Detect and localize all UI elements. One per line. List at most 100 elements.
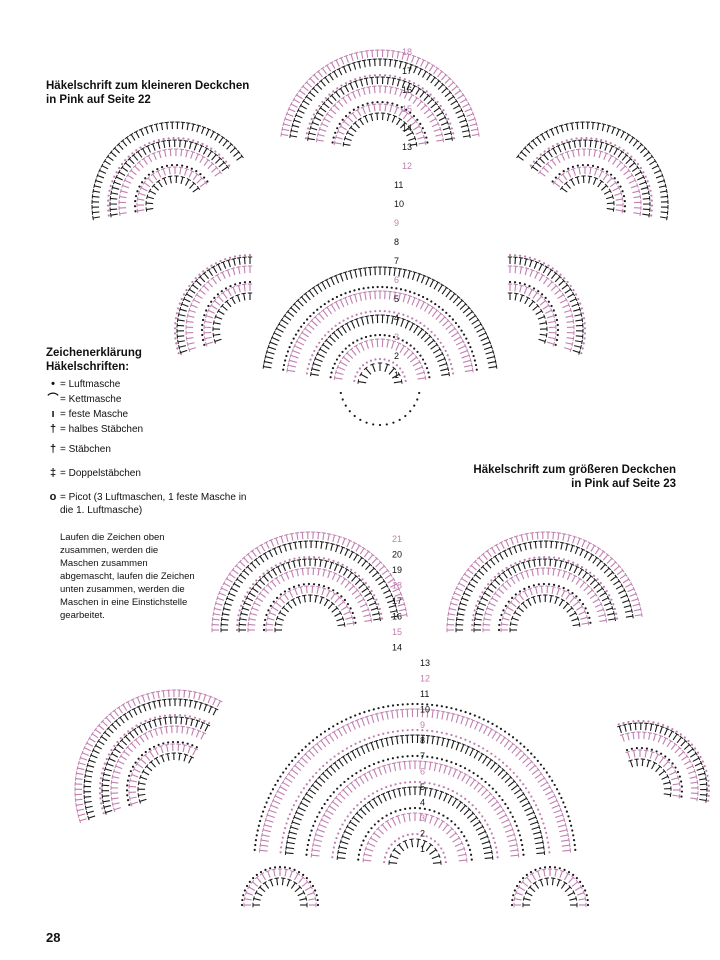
stitch-mark — [564, 562, 568, 570]
stitch-mark — [104, 160, 111, 166]
chain-stitch-mark — [377, 603, 380, 606]
chain-stitch-mark — [367, 830, 370, 834]
chain-stitch-mark — [395, 364, 398, 367]
stitch-mark — [317, 532, 320, 540]
stitch-mark — [610, 561, 617, 568]
stitch-mark — [491, 547, 496, 554]
chain-stitch-mark — [389, 812, 393, 815]
stitch-top-mark — [189, 141, 194, 144]
stitch-mark — [285, 572, 290, 580]
stitch-mark — [177, 744, 180, 752]
stitch-mark — [353, 554, 358, 561]
stitch-mark — [213, 322, 221, 325]
treble-crochet-icon: ‡ — [49, 467, 57, 479]
stitch-mark — [337, 851, 347, 855]
stitch-mark — [567, 293, 574, 298]
stitch-top-mark — [424, 813, 429, 816]
stitch-mark — [337, 857, 346, 859]
stitch-mark — [232, 569, 239, 575]
stitch-mark — [441, 87, 448, 94]
stitch-mark — [454, 90, 461, 96]
chain-stitch-mark — [411, 702, 414, 706]
stitch-top-mark — [291, 348, 294, 353]
stitch-top-mark — [696, 779, 699, 785]
chain-stitch-mark — [444, 860, 447, 864]
stitch-mark — [462, 307, 470, 314]
chain-stitch-mark — [269, 867, 272, 870]
stitch-mark — [316, 84, 323, 90]
chain-stitch-mark — [585, 568, 588, 571]
round-number: 6 — [420, 767, 425, 777]
stitch-top-mark — [144, 764, 149, 769]
stitch-top-mark — [488, 839, 491, 844]
stitch-mark — [448, 327, 456, 334]
stitch-top-mark — [619, 733, 625, 736]
chain-stitch-mark — [307, 838, 310, 842]
stitch-mark — [542, 167, 549, 173]
chain-stitch-mark — [505, 566, 508, 569]
stitch-mark — [518, 886, 526, 891]
stitch-mark — [384, 104, 387, 112]
stitch-top-mark — [185, 149, 190, 152]
stitch-top-mark — [552, 313, 555, 319]
stitch-mark — [498, 814, 507, 820]
stitch-mark — [577, 569, 583, 576]
chain-stitch-mark — [522, 877, 525, 880]
stitch-top-mark — [274, 621, 277, 627]
stitch-mark — [120, 190, 128, 194]
stitch-mark — [522, 757, 529, 764]
stitch-top-mark — [414, 355, 419, 360]
stitch-top-mark — [318, 559, 324, 561]
stitch-mark — [330, 543, 334, 551]
stitch-mark — [291, 533, 294, 541]
chain-stitch-mark — [383, 310, 386, 313]
stitch-mark — [365, 848, 374, 852]
chain-stitch-mark — [315, 345, 318, 348]
stitch-top-mark — [509, 775, 513, 780]
stitch-top-mark — [294, 112, 298, 118]
stitch-top-mark — [503, 538, 509, 542]
stitch-mark — [442, 824, 449, 832]
stitch-top-mark — [576, 599, 581, 604]
symbol-legend: Zeichenerklärung Häkelschriften: • = Luf… — [46, 346, 256, 519]
stitch-mark — [538, 595, 541, 603]
stitch-mark — [561, 284, 568, 290]
stitch-mark — [391, 373, 400, 379]
stitch-top-mark — [611, 194, 614, 200]
stitch-top-mark — [396, 316, 401, 319]
stitch-mark — [322, 309, 329, 318]
chain-stitch-mark — [254, 839, 258, 842]
stitch-mark — [606, 557, 613, 564]
stitch-mark — [615, 209, 623, 212]
chain-stitch-mark — [370, 827, 373, 830]
chain-stitch-mark — [405, 341, 408, 344]
stitch-mark — [127, 746, 134, 753]
stitch-top-mark — [449, 766, 454, 769]
stitch-top-mark — [110, 779, 113, 785]
stitch-top-mark — [536, 819, 539, 825]
stitch-mark — [599, 142, 603, 150]
stitch-top-mark — [287, 589, 292, 593]
chain-stitch-mark — [377, 820, 380, 823]
stitch-mark — [562, 571, 566, 579]
stitch-top-mark — [446, 318, 451, 323]
chain-stitch-mark — [543, 827, 546, 830]
chain-stitch-mark — [486, 749, 489, 753]
stitch-top-mark — [162, 716, 168, 719]
stitch-mark — [412, 97, 418, 104]
chain-stitch-mark — [309, 314, 312, 318]
stitch-mark — [350, 320, 356, 329]
stitch-mark — [347, 94, 352, 102]
stitch-top-mark — [545, 276, 550, 280]
stitch-mark — [465, 311, 473, 318]
stitch-top-mark — [520, 601, 525, 605]
chain-stitch-mark — [537, 290, 540, 293]
chain-stitch-mark — [469, 346, 472, 349]
stitch-top-mark — [628, 759, 633, 762]
stitch-top-mark — [258, 591, 262, 596]
chain-stitch-mark — [419, 354, 422, 357]
stitch-top-mark — [135, 696, 140, 699]
stitch-top-mark — [655, 752, 661, 756]
stitch-mark — [432, 862, 441, 864]
stitch-mark — [555, 127, 560, 134]
